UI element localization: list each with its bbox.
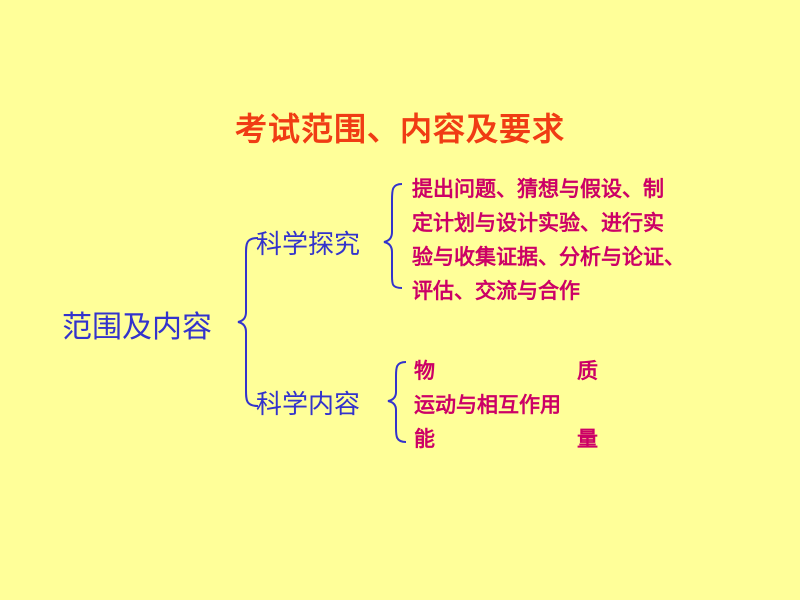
content-item: 物 [414, 359, 435, 383]
page-title: 考试范围、内容及要求 [234, 110, 565, 148]
content-item: 运动与相互作用 [414, 393, 561, 417]
inquiry-line: 定计划与设计实验、进行实 [412, 211, 664, 235]
inquiry-line: 验与收集证据、分析与论证、 [412, 245, 685, 269]
content-item: 量 [577, 427, 598, 451]
content-item: 质 [577, 359, 598, 383]
content-row: 物 质 [414, 354, 598, 388]
root-brace [237, 237, 259, 407]
content-row: 能 量 [414, 422, 598, 456]
root-node: 范围及内容 [62, 310, 212, 345]
branch-science-content: 科学内容 [256, 390, 361, 420]
content-item: 能 [414, 427, 435, 451]
content-details: 物 质 运动与相互作用 能 量 [414, 354, 598, 456]
content-row: 运动与相互作用 [414, 388, 598, 422]
inquiry-details: 提出问题、猜想与假设、制 定计划与设计实验、进行实 验与收集证据、分析与论证、 … [412, 172, 685, 308]
inquiry-line: 评估、交流与合作 [412, 279, 580, 303]
branch-brace-science-content [387, 361, 407, 443]
branch-science-inquiry: 科学探究 [256, 230, 361, 260]
inquiry-line: 提出问题、猜想与假设、制 [412, 177, 664, 201]
branch-brace-science-inquiry [383, 183, 403, 289]
